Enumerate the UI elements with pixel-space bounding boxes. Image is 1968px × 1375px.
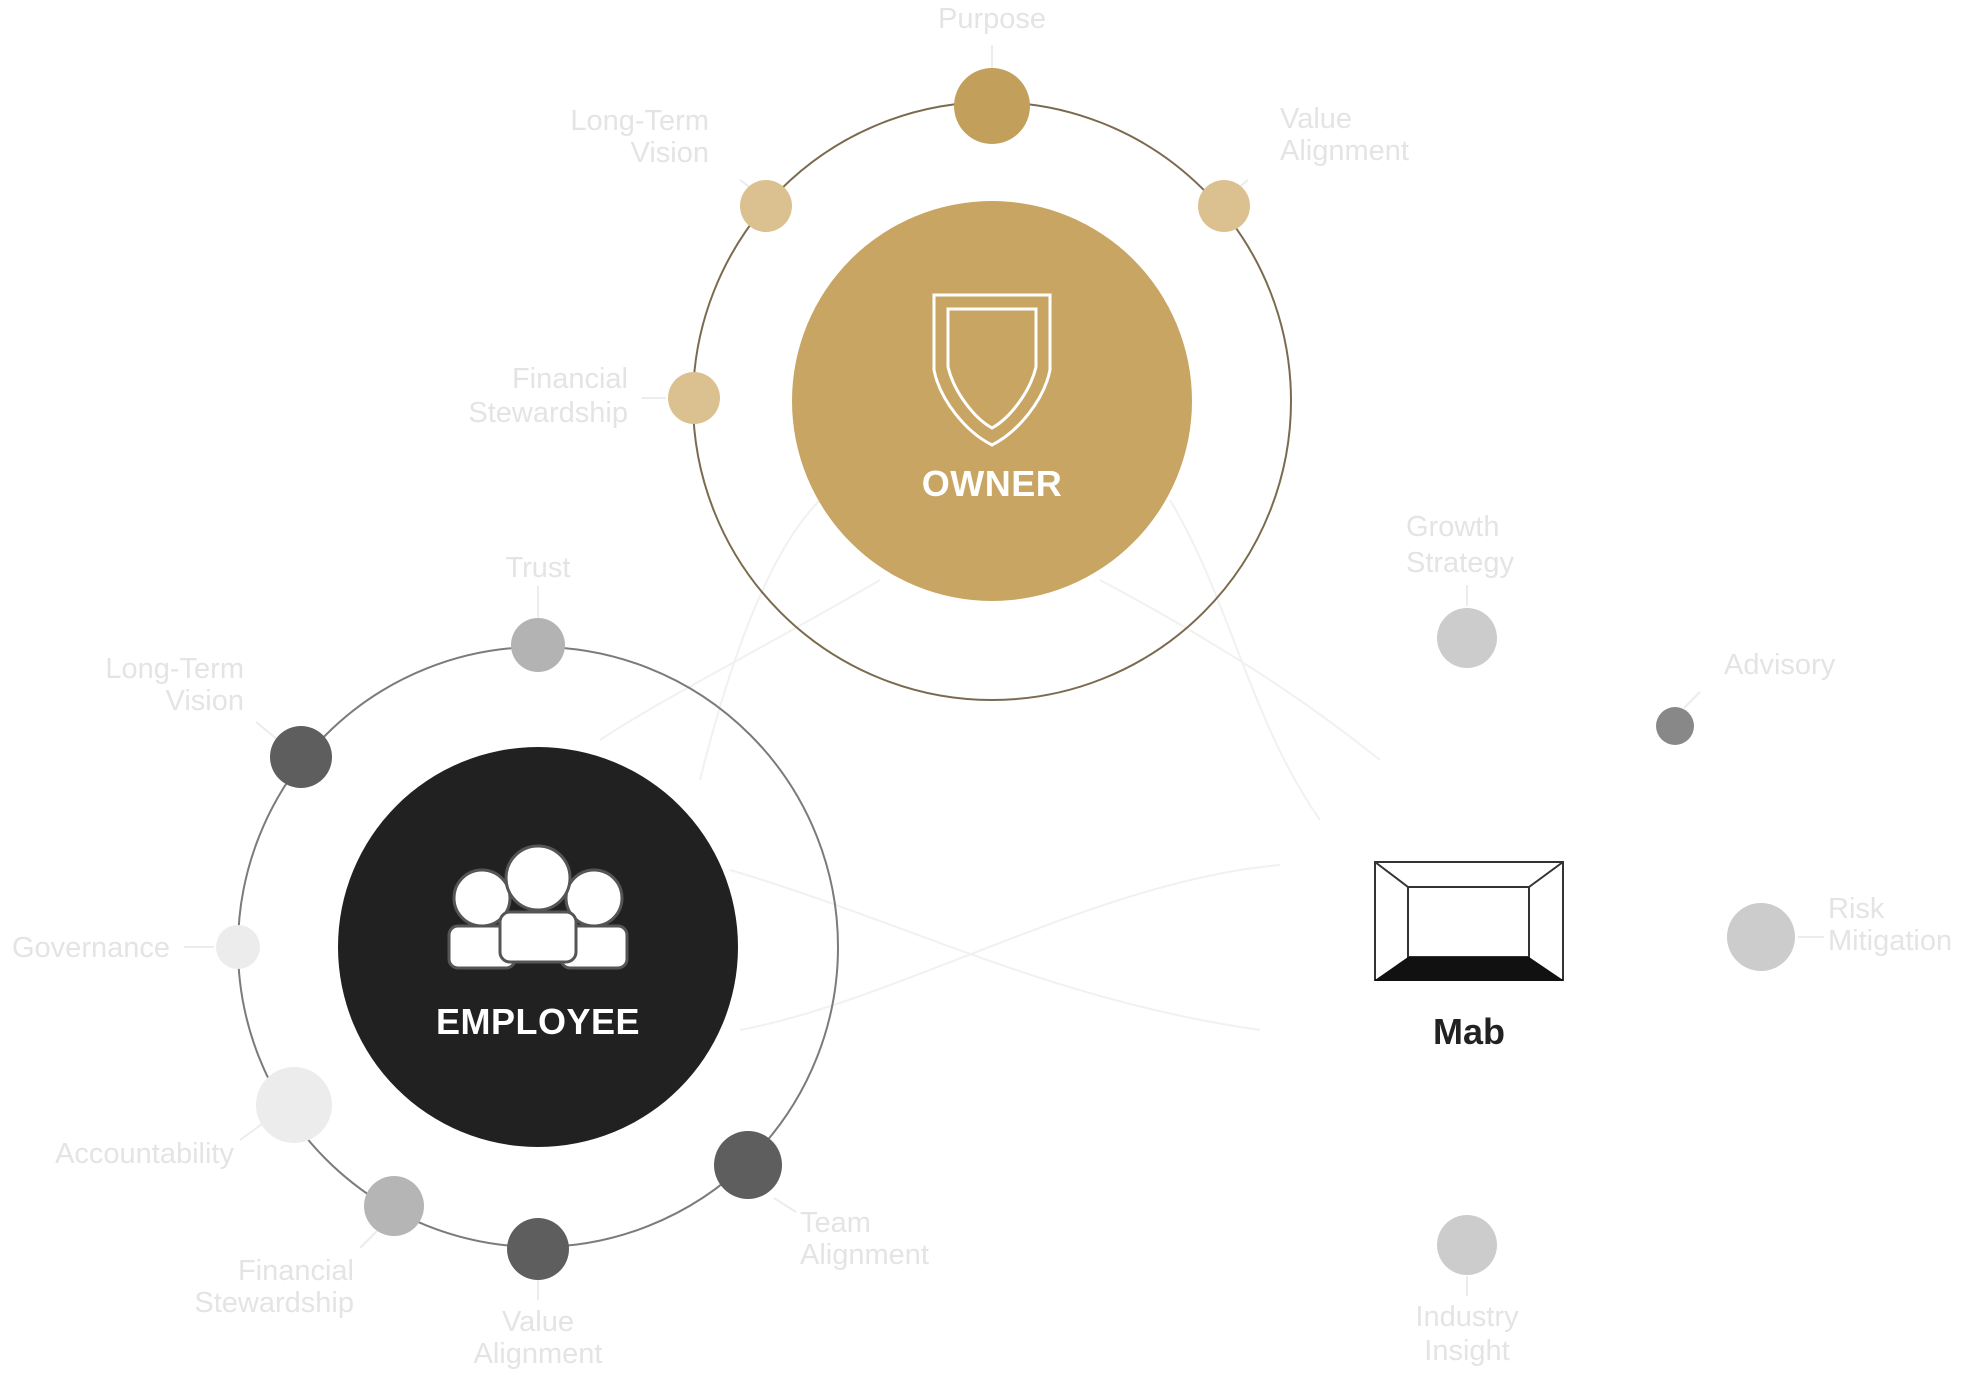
owner-node-financial-stewardship	[668, 372, 720, 424]
employee-node-accountability	[256, 1067, 332, 1143]
employee-node-governance-label: Governance	[12, 932, 170, 964]
employee-node-trust-label: Trust	[506, 552, 571, 584]
employee-node-long-term-vision	[270, 726, 332, 788]
shield-icon	[932, 293, 1052, 447]
mab-node-industry-insight	[1437, 1215, 1497, 1275]
employee-node-accountability-leader	[239, 1123, 263, 1141]
people-group-icon	[447, 844, 629, 970]
mab-node-advisory-label: Advisory	[1724, 649, 1836, 681]
employee-node-accountability-label: Accountability	[55, 1138, 234, 1170]
employee-node-long-term-vision-leader	[255, 721, 279, 741]
owner-node-purpose-label: Purpose	[938, 3, 1046, 35]
mab-node-advisory	[1656, 707, 1694, 745]
owner-hub	[792, 201, 1192, 601]
owner-hub-title: OWNER	[922, 463, 1063, 504]
employee-node-trust	[511, 618, 565, 672]
employee-hub-title: EMPLOYEE	[436, 1001, 640, 1042]
employee-node-team-alignment-leader	[773, 1197, 797, 1213]
employee-node-governance	[216, 925, 260, 969]
employee-node-value-alignment	[507, 1218, 569, 1280]
employee-node-team-alignment	[714, 1131, 782, 1199]
owner-node-purpose	[954, 68, 1030, 144]
mab-node-advisory-leader	[1683, 691, 1701, 709]
employee-node-financial-stewardship	[364, 1176, 424, 1236]
background-connectors	[599, 499, 1381, 1031]
owner-node-value-alignment	[1198, 180, 1250, 232]
owner-node-long-term-vision	[740, 180, 792, 232]
mab-node-growth-strategy	[1437, 608, 1497, 668]
employee-node-financial-stewardship-leader	[359, 1229, 379, 1249]
mab-title: Mab	[1433, 1011, 1505, 1052]
mab-node-risk-mitigation	[1727, 903, 1795, 971]
box-frame-icon	[1374, 861, 1564, 981]
